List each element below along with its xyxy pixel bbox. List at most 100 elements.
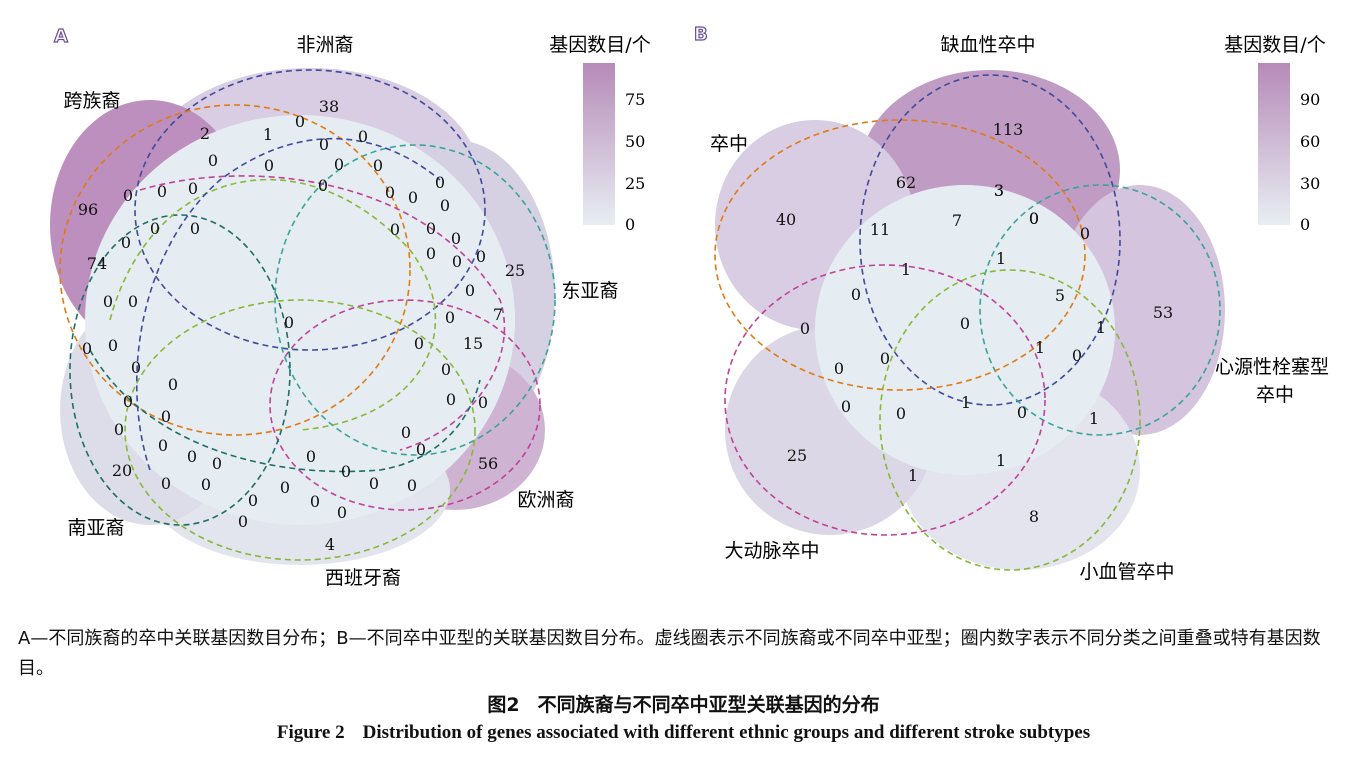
b-region-count: 0: [834, 359, 844, 378]
a-region-count: 0: [451, 229, 461, 248]
b-region-count: 0: [1029, 209, 1039, 228]
a-region-count: 0: [310, 492, 320, 511]
venn-figure: A 非洲裔 东亚裔 欧洲裔 西班牙裔 南亚裔: [50, 23, 1329, 589]
b-region-count: 1: [996, 451, 1006, 470]
a-fill-core: [85, 115, 515, 525]
b-region-count: 1: [961, 393, 971, 412]
panel-a-set-outlines: [59, 69, 556, 561]
a-set-label-eastasian: 东亚裔: [561, 280, 618, 302]
b-region-count: 0: [851, 285, 861, 304]
a-set-label-european: 欧洲裔: [517, 489, 574, 511]
a-region-count: 0: [390, 220, 400, 239]
panel-a: A 非洲裔 东亚裔 欧洲裔 西班牙裔 南亚裔: [50, 25, 651, 589]
a-region-count: 0: [168, 375, 178, 394]
a-set-label-southasian: 南亚裔: [67, 517, 124, 539]
a-region-count: 0: [103, 292, 113, 311]
a-legend-tick-50: 50: [625, 132, 645, 151]
caption-english-label: Figure 2: [276, 722, 345, 743]
a-region-count: 15: [463, 334, 483, 353]
b-region-count: 3: [994, 181, 1004, 200]
a-region-count: 38: [319, 97, 339, 116]
a-legend-tick-25: 25: [625, 174, 645, 193]
a-region-count: 2: [200, 124, 210, 143]
a-region-count: 0: [414, 334, 424, 353]
a-region-count: 96: [78, 200, 98, 219]
a-region-count: 0: [341, 462, 351, 481]
figure-note: A—不同族裔的卒中关联基因数目分布；B—不同卒中亚型的关联基因数目分布。虚线圈表…: [18, 628, 1321, 679]
b-set-label-cardio-line1: 心源性栓塞型: [1215, 356, 1329, 378]
a-region-count: 0: [208, 151, 218, 170]
b-set-label-large: 大动脉卒中: [724, 540, 819, 562]
b-legend-colorbar: [1258, 63, 1290, 225]
b-legend-tick-90: 90: [1300, 90, 1320, 109]
a-legend-colorbar: [583, 63, 615, 225]
b-region-count: 40: [776, 210, 796, 229]
b-region-count: 0: [1072, 346, 1082, 365]
a-outline-inner-3: [136, 137, 441, 471]
a-set-label-african: 非洲裔: [296, 34, 353, 56]
a-region-count: 0: [426, 244, 436, 263]
a-region-count: 0: [407, 476, 417, 495]
a-region-count: 0: [426, 219, 436, 238]
a-outline-southasian: [69, 214, 291, 526]
a-region-count: 0: [440, 196, 450, 215]
b-legend-tick-0: 0: [1300, 215, 1310, 234]
b-outline-ischemic: [859, 74, 1121, 406]
a-region-count: 0: [319, 135, 329, 154]
b-region-count: 0: [880, 349, 890, 368]
panel-b-legend: 基因数目/个 90 60 30 0: [1224, 34, 1325, 234]
b-legend-tick-60: 60: [1300, 132, 1320, 151]
a-outline-eastasian: [274, 144, 556, 456]
a-region-count: 0: [478, 393, 488, 412]
a-region-count: 74: [87, 254, 107, 273]
b-region-count: 1: [996, 249, 1006, 268]
a-region-count: 0: [446, 390, 456, 409]
panel-b-set-outlines: [714, 74, 1221, 571]
caption-english: Figure 2 Distribution of genes associated…: [0, 722, 1367, 744]
b-region-count: 1: [908, 466, 918, 485]
a-outline-inner-1: [109, 178, 437, 431]
b-region-count: 1: [1035, 338, 1045, 357]
a-region-count: 7: [493, 305, 503, 324]
a-region-count: 0: [123, 186, 133, 205]
caption-english-text: Distribution of genes associated with di…: [362, 722, 1091, 743]
b-outline-large: [724, 264, 1046, 536]
a-region-count: 0: [201, 475, 211, 494]
a-region-count: 0: [306, 447, 316, 466]
b-region-count: 62: [896, 173, 916, 192]
panel-b-region-fills: [715, 70, 1225, 570]
a-region-count: 0: [238, 512, 248, 531]
b-region-count: 11: [870, 220, 890, 239]
b-legend-title: 基因数目/个: [1224, 34, 1325, 56]
a-region-count: 0: [248, 491, 258, 510]
panel-b-label: B: [694, 24, 708, 45]
a-region-count: 0: [114, 420, 124, 439]
a-region-count: 0: [318, 176, 328, 195]
a-region-count: 0: [476, 247, 486, 266]
b-set-label-small: 小血管卒中: [1079, 561, 1174, 583]
a-region-count: 0: [445, 308, 455, 327]
b-region-count: 0: [1017, 403, 1027, 422]
a-region-count: 0: [295, 112, 305, 131]
caption-chinese-label: 图2: [487, 694, 520, 716]
a-region-count: 0: [452, 252, 462, 271]
a-region-count: 0: [158, 436, 168, 455]
b-region-count: 0: [1029, 209, 1039, 228]
b-set-label-cardio-line2: 卒中: [1256, 384, 1294, 406]
a-region-count: 0: [212, 454, 222, 473]
a-region-count: 0: [337, 503, 347, 522]
a-region-count: 0: [385, 183, 395, 202]
a-region-count: 25: [505, 261, 525, 280]
b-set-label-ischemic: 缺血性卒中: [940, 34, 1035, 56]
a-legend-title: 基因数目/个: [549, 34, 650, 56]
a-region-count: 0: [358, 127, 368, 146]
a-region-count: 0: [187, 447, 197, 466]
a-outline-cross: [59, 104, 411, 436]
b-region-count: 53: [1153, 303, 1173, 322]
caption-chinese-text: 不同族裔与不同卒中亚型关联基因的分布: [537, 694, 880, 716]
a-region-count: 0: [123, 392, 133, 411]
b-legend-tick-30: 30: [1300, 174, 1320, 193]
a-set-label-cross: 跨族裔: [63, 90, 120, 112]
a-outline-european: [269, 299, 541, 511]
